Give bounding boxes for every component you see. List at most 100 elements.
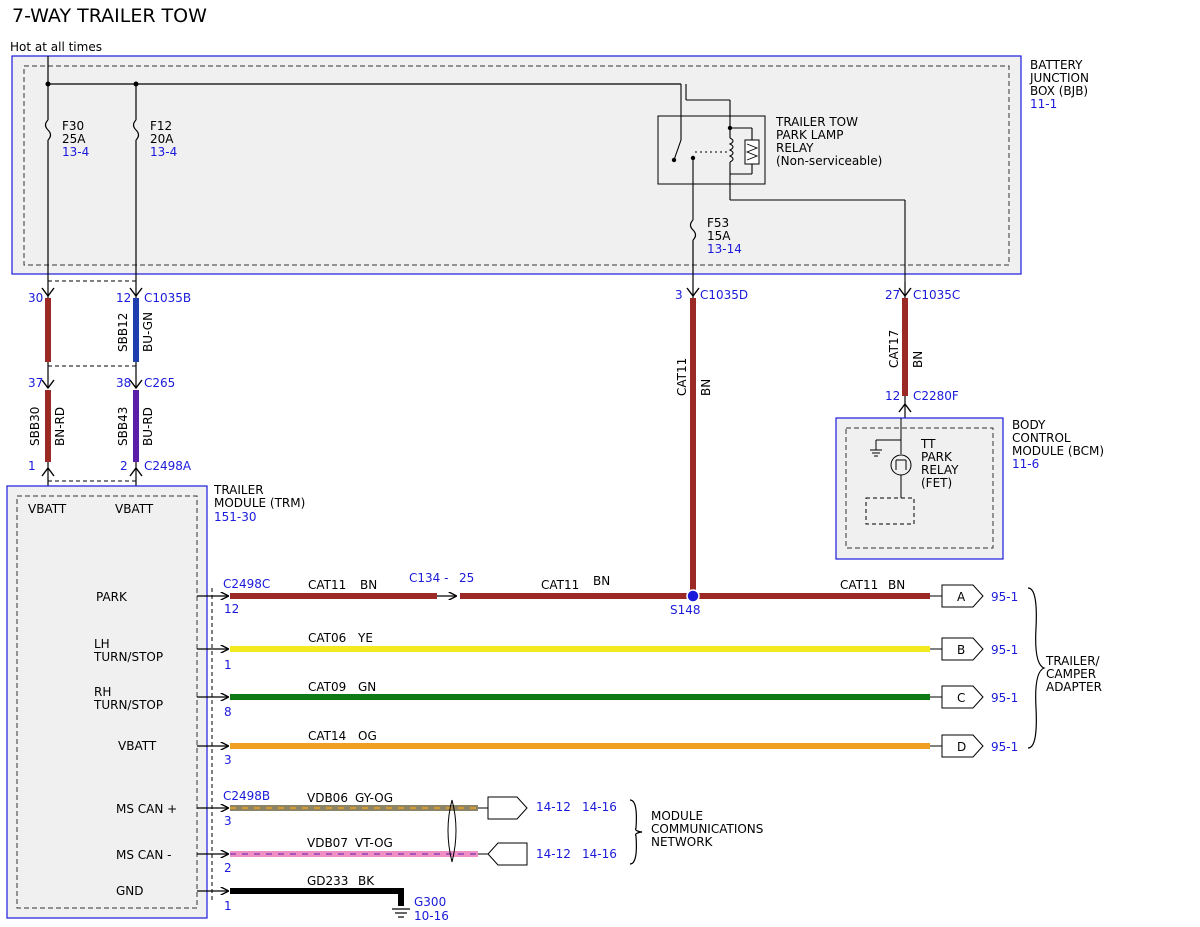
vdb06-circuit: VDB06 [307,791,348,805]
park-circuit: C2498C 12 CAT11 BN C134 - 25 CAT11 BN CA… [197,571,930,617]
adapter-brace [1027,587,1046,749]
relay-name-line-1: TRAILER TOW [775,115,858,129]
trm-pin-vbatt: VBATT [118,739,157,753]
bcm-inner-line-4: (FET) [921,476,952,490]
gnd-pin: 1 [224,899,232,913]
bcm-inner-line-3: RELAY [921,463,959,477]
wire-sbb12-circuit: SBB12 [116,313,130,352]
wire-sbb43-color: BU-RD [141,407,155,446]
fuse-f53: F53 15A 13-14 [689,216,742,282]
fuse-f30-ref: 13-4 [62,145,89,159]
wire-cat17-circuit: CAT17 [887,330,901,368]
c134-label: C134 - [409,571,448,585]
rh-pin: 8 [224,705,232,719]
c1035c-name: C1035C [913,288,960,302]
fuse-f53-amp: 15A [707,229,731,243]
vdb07-circuit: VDB07 [307,836,348,850]
wire-sbb30-color: BN-RD [53,407,67,446]
lh-turn-stop-circuit: 1 CAT06 YE [197,631,930,672]
gd233-circuit: GD233 [307,874,348,888]
bcm-inner-line-2: PARK [921,450,953,464]
park-seg-1-circuit: CAT11 [308,578,346,592]
adapter-connectors [930,584,984,758]
bcm-inner-line-1: TT [920,437,936,451]
trm-pin-mscan-minus: MS CAN - [116,848,172,862]
adapter-letter-a: A [957,590,966,604]
vdb07-ref-1: 14-12 [536,847,571,861]
connector-c1035b: 30 12 C1035B [28,280,191,305]
vdb06-color: GY-OG [355,791,393,805]
trm-vbatt-a: VBATT [28,502,67,516]
trm-vbatt-b: VBATT [115,502,154,516]
wire-sbb12-color: BU-GN [141,312,155,352]
fuse-f53-id: F53 [707,216,729,230]
fuse-f53-ref: 13-14 [707,242,742,256]
bjb-ref: 11-1 [1030,97,1057,111]
c2280f-pin: 12 [885,389,900,403]
lh-pin: 1 [224,658,232,672]
relay-name-line-4: (Non-serviceable) [776,154,882,168]
c2498b-name: C2498B [223,789,270,803]
c265-name: C265 [144,376,175,390]
trailer-module: TRAILER MODULE (TRM) 151-30 VBATT VBATT … [6,483,305,919]
park-pin: 12 [224,602,239,616]
lh-circuit: CAT06 [308,631,346,645]
fuse-f12-ref: 13-4 [150,145,177,159]
trm-ref: 151-30 [214,510,257,524]
adapter-ref-c: 95-1 [991,691,1018,705]
c134-pin: 25 [459,571,474,585]
park-seg-2-color: BN [593,574,610,588]
connector-c1035d: 3 C1035D [675,282,748,302]
vdb06-ref-2: 14-16 [582,800,617,814]
connector-c1035c: 27 C1035C [885,282,960,302]
wire-sbb43-circuit: SBB43 [116,407,130,446]
wire-sbb30-circuit: SBB30 [28,407,42,446]
adapter-letter-c: C [957,691,965,705]
adapter-ref-b: 95-1 [991,643,1018,657]
trailer-tow-park-lamp-relay: TRAILER TOW PARK LAMP RELAY (Non-service… [657,84,906,282]
hot-feed-lines [47,56,681,282]
c2498a-pin-1: 1 [28,459,36,473]
trm-pin-rh-line-2: TURN/STOP [93,698,163,712]
adapter-name-line-1: TRAILER/ [1045,654,1101,668]
park-seg-2-circuit: CAT11 [541,578,579,592]
park-seg-3-circuit: CAT11 [840,578,878,592]
mscan-plus-pin: 3 [224,814,232,828]
trm-pin-lh-line-2: TURN/STOP [93,650,163,664]
c1035b-pin-30: 30 [28,291,43,305]
s148-label: S148 [670,603,701,617]
fuse-f30-amp: 25A [62,132,86,146]
trm-pin-park: PARK [96,590,128,604]
vbatt-pin: 3 [224,753,232,767]
park-seg-1-color: BN [360,578,377,592]
relay-name-line-3: RELAY [776,141,814,155]
splice-dot-f12 [133,81,139,87]
page-title: 7-WAY TRAILER TOW [12,5,207,27]
c2280f-name: C2280F [913,389,959,403]
connector-c265: 37 38 C265 [28,362,175,390]
bjb-name-line-2: JUNCTION [1029,71,1089,85]
adapter-ref-a: 95-1 [991,590,1018,604]
network-name-line-3: NETWORK [651,835,714,849]
fuse-f12: F12 20A 13-4 [132,119,177,159]
bjb-name-line-1: BATTERY [1030,58,1083,72]
connector-c2280f: 12 C2280F [885,389,959,418]
vbatt-circuit-name: CAT14 [308,729,346,743]
rh-circuit: CAT09 [308,680,346,694]
c1035b-pin-12: 12 [116,291,131,305]
c1035c-pin: 27 [885,288,900,302]
network-name-line-2: COMMUNICATIONS [651,822,763,836]
bcm-name-line-3: MODULE (BCM) [1012,444,1104,458]
park-seg-3-color: BN [888,578,905,592]
bjb-name-line-3: BOX (BJB) [1030,84,1088,98]
trm-name-line-1: TRAILER [213,483,264,497]
c265-pin-37: 37 [28,376,43,390]
battery-junction-box: BATTERY JUNCTION BOX (BJB) 11-1 [11,55,1089,275]
trm-pin-lh-line-1: LH [94,637,110,651]
trm-pin-mscan-plus: MS CAN + [116,802,177,816]
adapter-letter-d: D [957,740,966,754]
connector-c2498a: 1 2 C2498A [28,459,192,486]
c1035b-name: C1035B [144,291,191,305]
relay-name-line-2: PARK LAMP [776,128,843,142]
network-brace [629,799,643,865]
